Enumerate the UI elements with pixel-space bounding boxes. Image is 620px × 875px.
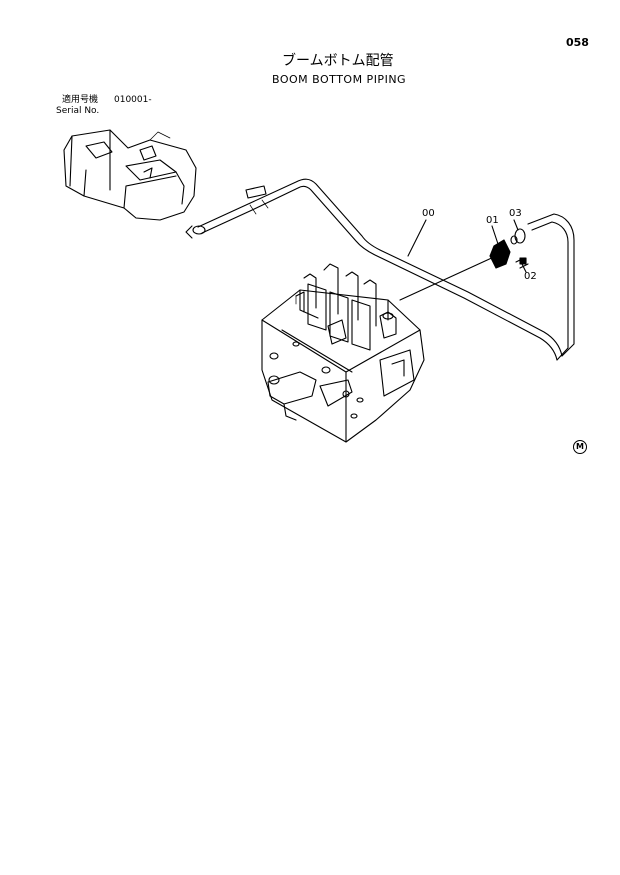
serial-label-english: Serial No. [56, 106, 100, 116]
control-valve [261, 263, 425, 443]
page-title-japanese: ブームボトム配管 [282, 53, 394, 69]
flange-01 [489, 239, 511, 269]
callout-00: 00 [422, 208, 435, 219]
serial-label-japanese: 適用号機 [62, 95, 99, 105]
o-ring-03 [510, 228, 526, 245]
callout-03: 03 [509, 208, 522, 219]
serial-range: 010001- [114, 95, 152, 105]
callout-02: 02 [524, 271, 537, 282]
excavator-overview-icon [63, 129, 197, 221]
callout-01: 01 [486, 215, 499, 226]
page-title-english: BOOM BOTTOM PIPING [272, 73, 407, 86]
leader-lines [399, 219, 527, 301]
marker-m-icon: M [573, 440, 587, 454]
page-number: 058 [566, 36, 589, 49]
bolt-02 [515, 257, 529, 269]
pipe-assembly-00 [185, 178, 575, 361]
